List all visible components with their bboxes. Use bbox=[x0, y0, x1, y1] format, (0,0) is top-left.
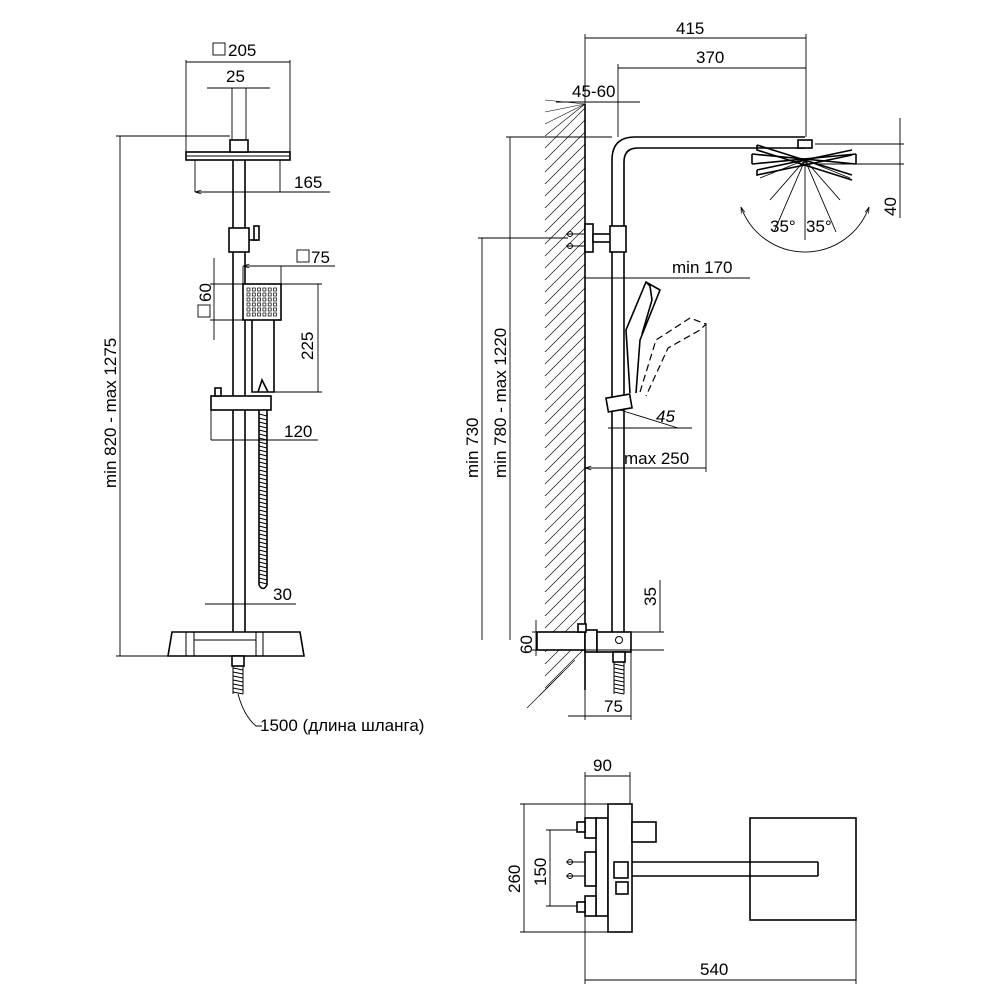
dim-overall-width: 260 bbox=[505, 865, 524, 893]
mixer-side bbox=[536, 623, 632, 695]
dim-mixer-depth: 60 bbox=[517, 635, 536, 654]
angle-left: 35° bbox=[770, 217, 796, 236]
dim-hand-shower-length: 225 bbox=[298, 332, 317, 360]
thermostatic-mixer bbox=[167, 631, 305, 695]
dim-hand-shower-head: 60 bbox=[196, 283, 215, 302]
rain-head-top bbox=[749, 817, 857, 921]
dim-min-170: min 170 bbox=[672, 258, 732, 277]
dim-min-730: min 730 bbox=[463, 418, 482, 478]
slide-holder bbox=[210, 387, 272, 411]
mixer-top bbox=[566, 803, 657, 933]
dim-mixer-width: 75 bbox=[604, 697, 623, 716]
dim-wall-gap: 45-60 bbox=[572, 82, 615, 101]
dim-total-reach: 415 bbox=[676, 19, 704, 38]
dim-mixer-height: 35 bbox=[641, 587, 660, 606]
wall-bracket-upper bbox=[566, 223, 627, 253]
hand-shower bbox=[242, 283, 282, 393]
dim-pipe: 30 bbox=[273, 585, 292, 604]
angle-right: 35° bbox=[806, 217, 832, 236]
spray-angle bbox=[741, 159, 869, 253]
rain-shower-head bbox=[185, 139, 291, 161]
top-view: 90 260 150 540 bbox=[505, 756, 857, 984]
dim-overall-length: 540 bbox=[700, 960, 728, 979]
dim-head-tilt: 40 bbox=[881, 197, 900, 216]
wall bbox=[526, 99, 586, 709]
dim-inlet-spacing: 150 bbox=[531, 858, 550, 886]
shower-hose bbox=[258, 410, 268, 590]
dim-top-mixer-width: 90 bbox=[593, 756, 612, 775]
rain-head-tilt bbox=[751, 144, 857, 181]
dim-max-250: max 250 bbox=[624, 449, 689, 468]
dim-arm-diameter: 25 bbox=[226, 67, 245, 86]
dim-angle-45: 45 bbox=[656, 407, 675, 426]
dim-height-range: min 820 - max 1275 bbox=[101, 338, 120, 488]
dim-hand-shower-size: 75 bbox=[311, 248, 330, 267]
dim-range-780-1220: min 780 - max 1220 bbox=[491, 328, 510, 478]
dim-head-depth: 165 bbox=[294, 173, 322, 192]
side-view: 35° 35° 40 415 370 45-60 bbox=[463, 19, 904, 720]
hand-shower-side bbox=[605, 280, 662, 413]
front-view: 205 25 165 75 bbox=[101, 41, 424, 735]
dim-arm-reach: 370 bbox=[696, 48, 724, 67]
dim-holder: 120 bbox=[284, 422, 312, 441]
hose-length-label: 1500 (длина шланга) bbox=[260, 716, 424, 735]
shower-arm bbox=[611, 136, 813, 230]
dim-head-size: 205 bbox=[228, 41, 256, 60]
hand-shower-nozzles bbox=[246, 287, 277, 317]
